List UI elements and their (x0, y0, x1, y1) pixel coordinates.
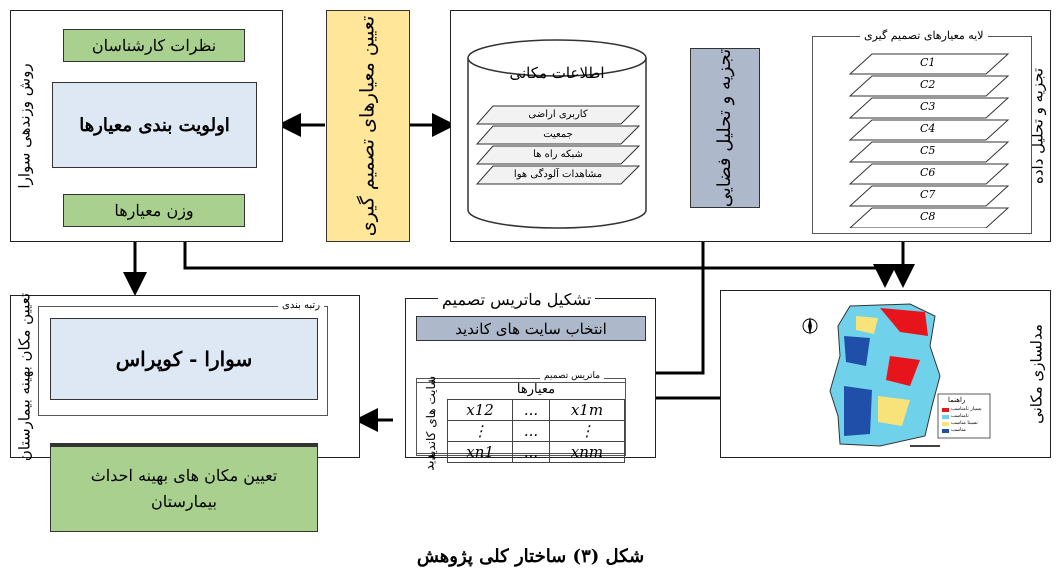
decision-matrix-table-wrap: معیارها سایت های کاندید x12 ... x1m ⋮ ..… (416, 376, 626, 463)
swara-copras-text: سوارا - کوپراس (115, 347, 253, 371)
map-legend-swatch (942, 429, 949, 433)
map-legend-item: مناسب (951, 427, 966, 433)
expert-opinions-text: نظرات کارشناسان (91, 36, 217, 55)
select-candidate-sites-text: انتخاب سایت های کاندید (455, 319, 607, 338)
select-candidate-sites-box: انتخاب سایت های کاندید (416, 316, 646, 341)
spatial-layers-stack (475, 105, 641, 185)
matrix-cell: x1m (548, 399, 626, 421)
matrix-row: ⋮ ... ⋮ (446, 420, 626, 442)
criteria-weights-box: وزن معیارها (63, 194, 245, 227)
map-legend-swatch (942, 408, 949, 412)
layer-road-network: شبکه راه ها (533, 149, 583, 160)
map-legend-item: نسبتا مناسب (951, 420, 978, 426)
matrix-row: x12 ... x1m (446, 399, 626, 421)
matrix-cell: ⋮ (548, 420, 626, 442)
suitability-map (760, 296, 1000, 456)
map-legend-title: راهنما (948, 396, 966, 404)
compass-icon (802, 317, 818, 335)
matrix-cell: ... (512, 420, 550, 442)
criteria-prioritization-box: اولویت بندی معیارها (52, 82, 257, 168)
criteria-c3: C3 (920, 100, 936, 113)
criteria-layers-title: لایه معیارهای تصمیم گیری (860, 29, 988, 42)
decision-matrix-grid: x12 ... x1m ⋮ ... ⋮ xn1 ... xnm (446, 399, 626, 463)
decision-matrix-title: تشکیل ماتریس تصمیم (438, 290, 596, 309)
spatial-analysis-box: تجزیه و تحلیل فضایی (690, 48, 760, 208)
dm-side: سایت های کاندید (417, 376, 445, 461)
figure-caption: شکل (۳) ساختار کلی پژوهش (416, 546, 645, 567)
layer-air-pollution: مشاهدات آلودگی هوا (513, 169, 603, 180)
ranking-title: رتبه بندی (278, 300, 325, 311)
dm-side-label: سایت های کاندید (424, 375, 438, 461)
criteria-c6: C6 (920, 166, 936, 179)
line-weights-to-map (183, 242, 897, 288)
criteria-c8: C8 (920, 210, 936, 223)
matrix-cell: xnm (548, 441, 626, 463)
criteria-c2: C2 (920, 78, 936, 91)
map-legend-swatch (942, 415, 949, 419)
optimal-sites-container (50, 443, 318, 445)
criteria-weights-text: وزن معیارها (114, 201, 194, 220)
matrix-inner-title: ماتریس تصمیم (540, 371, 605, 381)
optimal-sites-main-box: تعیین مکان های بهینه احداث بیمارستان (50, 446, 318, 532)
matrix-cell: ⋮ (446, 420, 514, 442)
matrix-cell: ... (512, 441, 550, 463)
swara-copras-box: سوارا - کوپراس (50, 318, 318, 400)
criteria-c1: C1 (920, 56, 936, 69)
map-legend-item: بسیار نامناسب (951, 406, 982, 412)
matrix-row: xn1 ... xnm (446, 441, 626, 463)
criteria-c4: C4 (920, 122, 936, 135)
matrix-cell: xn1 (446, 441, 514, 463)
criteria-prioritization-text: اولویت بندی معیارها (79, 114, 230, 136)
map-legend-swatch (942, 422, 949, 426)
ranking-frame (38, 306, 328, 416)
dm-header: معیارها (516, 382, 556, 397)
layer-land-use: کاربری اراضی (528, 109, 588, 120)
expert-opinions-box: نظرات کارشناسان (63, 29, 245, 62)
decision-criteria-box: تعیین معیارهای تصمیم گیری (326, 10, 410, 242)
map-legend-item: نامناسب (951, 413, 969, 419)
criteria-layers-stack (848, 53, 1010, 228)
criteria-c7: C7 (920, 188, 936, 201)
matrix-cell: x12 (446, 399, 514, 421)
layer-population: جمعیت (543, 129, 573, 140)
spatial-info-title: اطلاعات مکانی (509, 64, 605, 82)
criteria-c5: C5 (920, 144, 936, 157)
matrix-cell: ... (512, 399, 550, 421)
optimal-sites-text: تعیین مکان های بهینه احداث بیمارستان (90, 466, 278, 511)
